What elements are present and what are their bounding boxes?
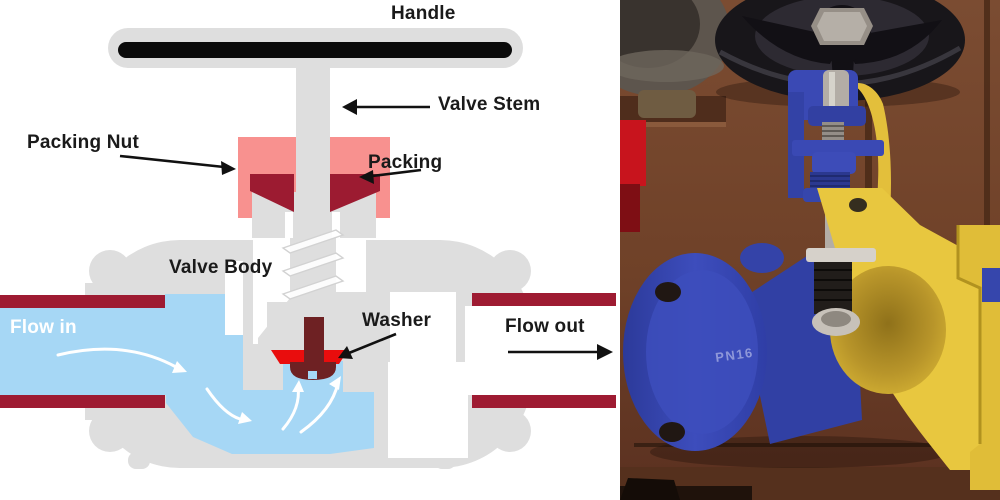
handle-bar [118, 42, 512, 58]
handle-label: Handle [391, 3, 456, 24]
flow-arrow-1 [56, 347, 178, 369]
valve-photo: PN16 [620, 0, 1000, 500]
pipe-wall-inlet-top [0, 295, 165, 308]
disc-notch [308, 371, 317, 379]
knurled-metal-part [638, 90, 696, 118]
annotation-arrows [119, 99, 613, 360]
yoke-collar [808, 106, 866, 126]
body-lobe-top-left [89, 250, 131, 292]
cut-hole [849, 198, 867, 212]
flow-arrow-2 [205, 387, 242, 421]
fluid-flow-shape [0, 294, 374, 454]
valve-body-label: Valve Body [169, 257, 273, 278]
pipe-wall-outlet-top [472, 293, 616, 306]
disc-stem [304, 317, 324, 364]
packing-right [330, 174, 380, 212]
yoke-crossbar [792, 140, 884, 156]
washer-label: Washer [362, 310, 432, 331]
wood-plank-line [634, 443, 1000, 447]
threaded-stem [822, 122, 844, 144]
yoke-assembly [788, 70, 891, 258]
dark-object-bottom-left [620, 478, 680, 500]
packing-gland [812, 152, 856, 174]
bowl-cavity [830, 266, 946, 394]
flow-out-label: Flow out [505, 316, 585, 337]
seat-plate-metal [806, 248, 876, 262]
pipe-walls [0, 293, 616, 408]
globe-valve-schematic [0, 28, 616, 469]
packing-label: Packing [368, 152, 443, 173]
yellow-cutaway [806, 188, 1000, 490]
packing-nut-arrow [119, 154, 225, 169]
packing-arrow [371, 168, 422, 178]
blue-sliver-right [982, 268, 1000, 302]
bolt-hole-top [655, 282, 681, 302]
metal-pot [620, 0, 730, 118]
pipe-wall-outlet-bottom [472, 395, 616, 408]
wheel-spoke [742, 16, 842, 64]
red-object [620, 120, 646, 232]
valve-stem-label: Valve Stem [438, 94, 541, 115]
body-lobe-top-right [489, 250, 531, 292]
body-lobe-bottom-right [489, 410, 531, 452]
wood-groove-vertical [865, 0, 872, 255]
body-lobe-bottom-left [89, 410, 131, 452]
washer-arrow [348, 332, 397, 355]
pipe-wall-inlet-bottom [0, 395, 165, 408]
body-foot-left [128, 452, 150, 469]
cast-marking: PN16 [714, 345, 754, 365]
packing-nut-label: Packing Nut [27, 132, 139, 153]
upper-stem-metal [823, 70, 849, 112]
body-cutouts [225, 230, 616, 458]
stem-threads [281, 229, 345, 300]
bolt-hole-bottom [659, 422, 685, 442]
flow-in-label: Flow in [10, 317, 77, 338]
flow-arrows [56, 347, 341, 434]
handwheel [715, 0, 965, 107]
packing-left [250, 174, 294, 212]
